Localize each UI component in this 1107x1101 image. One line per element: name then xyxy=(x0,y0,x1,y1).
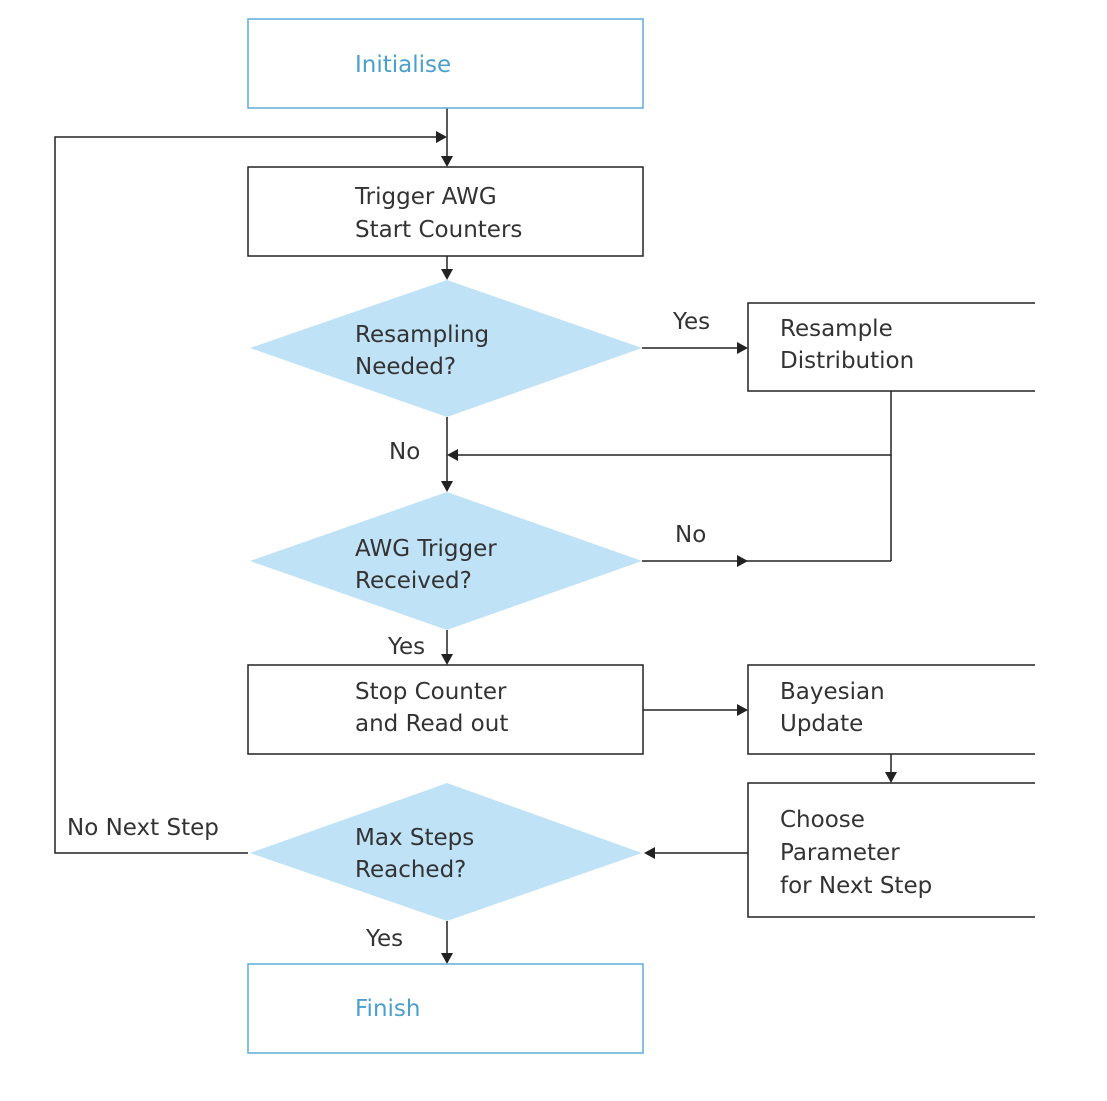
label-max-steps-yes: Yes xyxy=(365,926,403,952)
node-finish: Finish xyxy=(247,963,644,1054)
node-stop-counter-line1: Stop Counter xyxy=(355,679,507,705)
node-bayesian-update: Bayesian Update xyxy=(747,664,1035,755)
node-resample-line2: Distribution xyxy=(780,348,914,374)
node-bayesian-line1: Bayesian xyxy=(780,679,885,705)
arrowhead-finish xyxy=(441,953,453,964)
label-awg-yes: Yes xyxy=(387,634,425,660)
edge-loop-back xyxy=(54,136,437,854)
node-initialise: Initialise xyxy=(247,18,644,109)
edge-resample-return xyxy=(458,391,892,456)
node-resample-line1: Resample xyxy=(780,316,893,342)
label-resampling-yes: Yes xyxy=(672,309,710,335)
node-resample-distribution: Resample Distribution xyxy=(747,302,1035,392)
node-stop-counter-line2: and Read out xyxy=(355,711,508,737)
node-trigger-awg: Trigger AWG Start Counters xyxy=(247,166,644,257)
node-awg-line2: Received? xyxy=(355,568,472,594)
node-maxsteps-line2: Reached? xyxy=(355,857,466,883)
arrowhead-choose xyxy=(885,772,897,783)
arrowhead-resample-distribution xyxy=(737,342,748,354)
arrowhead-trigger-top xyxy=(441,156,453,167)
arrowhead-maxsteps xyxy=(644,847,655,859)
arrowhead-awg-top xyxy=(441,481,453,492)
node-trigger-awg-line1: Trigger AWG xyxy=(354,184,497,210)
node-maxsteps-line1: Max Steps xyxy=(355,825,474,851)
arrowhead-stop-counter xyxy=(441,654,453,665)
edge-labels: Yes No No Yes No Next Step Yes xyxy=(67,309,710,952)
node-choose-line2: Parameter xyxy=(780,840,900,866)
arrowhead-awg-no xyxy=(737,555,748,567)
node-awg-trigger-received: AWG Trigger Received? xyxy=(250,492,642,630)
node-bayesian-line2: Update xyxy=(780,711,863,737)
node-choose-line3: for Next Step xyxy=(780,873,932,899)
label-max-steps-no: No Next Step xyxy=(67,815,219,841)
node-finish-label: Finish xyxy=(355,996,420,1022)
node-initialise-label: Initialise xyxy=(355,52,451,78)
node-resampling-line1: Resampling xyxy=(355,322,489,348)
node-stop-counter: Stop Counter and Read out xyxy=(247,664,644,755)
node-choose-line1: Choose xyxy=(780,807,865,833)
node-resampling-line2: Needed? xyxy=(355,354,456,380)
node-trigger-awg-line2: Start Counters xyxy=(355,217,522,243)
label-resampling-no: No xyxy=(389,439,420,465)
node-choose-parameter: Choose Parameter for Next Step xyxy=(747,782,1035,918)
node-awg-line1: AWG Trigger xyxy=(355,536,497,562)
arrowhead-loop-back xyxy=(436,131,447,143)
arrowhead-resampling-top xyxy=(441,269,453,280)
arrowhead-bayesian xyxy=(737,704,748,716)
label-awg-no: No xyxy=(675,522,706,548)
node-max-steps-reached: Max Steps Reached? xyxy=(250,783,642,921)
arrowhead-resample-return xyxy=(447,449,458,461)
connectors xyxy=(54,108,897,964)
node-resampling-needed: Resampling Needed? xyxy=(250,280,642,417)
